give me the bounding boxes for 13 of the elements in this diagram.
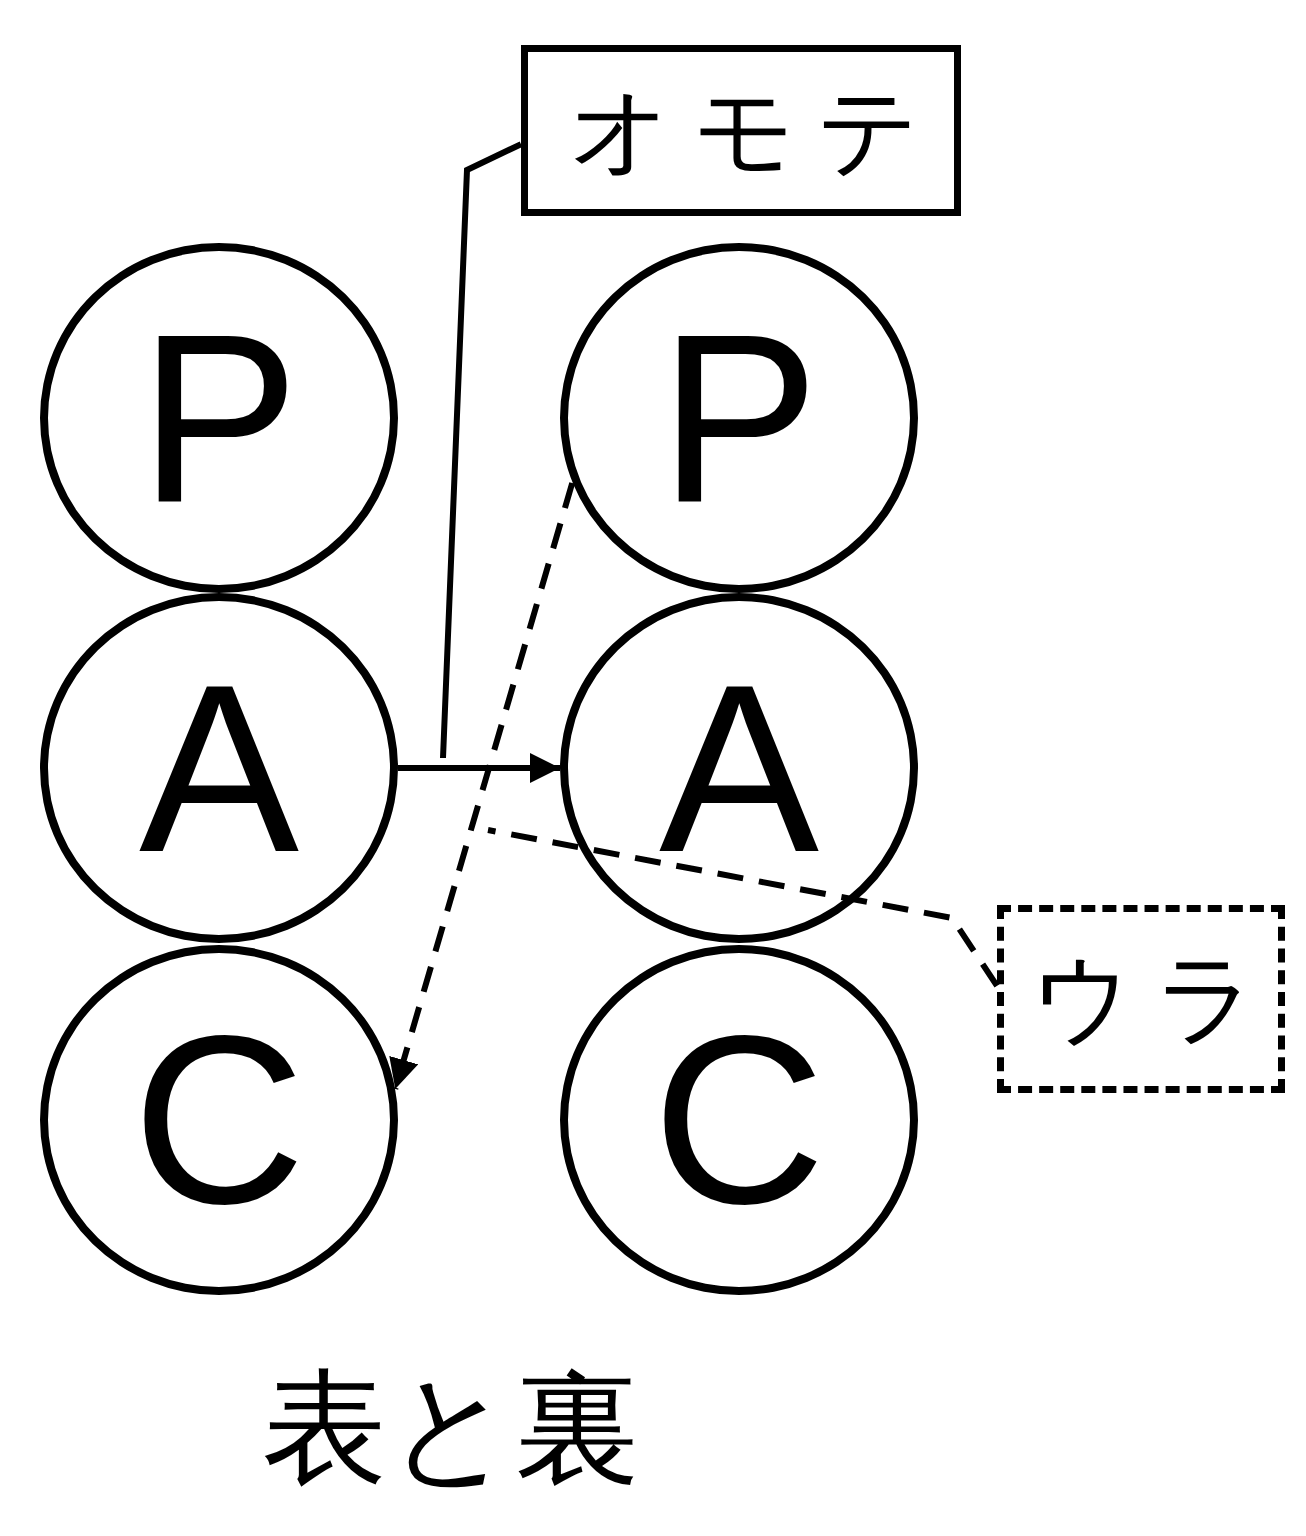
label-box: オモテ	[521, 45, 961, 216]
letter-circle: A	[40, 593, 398, 943]
arrow	[389, 482, 576, 1090]
leader-line	[487, 827, 1000, 988]
letter-circle: P	[560, 243, 918, 593]
letter-circle: C	[40, 945, 398, 1295]
label-box: ウラ	[997, 905, 1285, 1093]
letter-circle: P	[40, 243, 398, 593]
arrow	[398, 753, 560, 783]
caption: 表と裏	[262, 1365, 640, 1490]
letter-circle: C	[560, 945, 918, 1295]
leader-line	[440, 141, 523, 759]
letter-circle: A	[560, 593, 918, 943]
